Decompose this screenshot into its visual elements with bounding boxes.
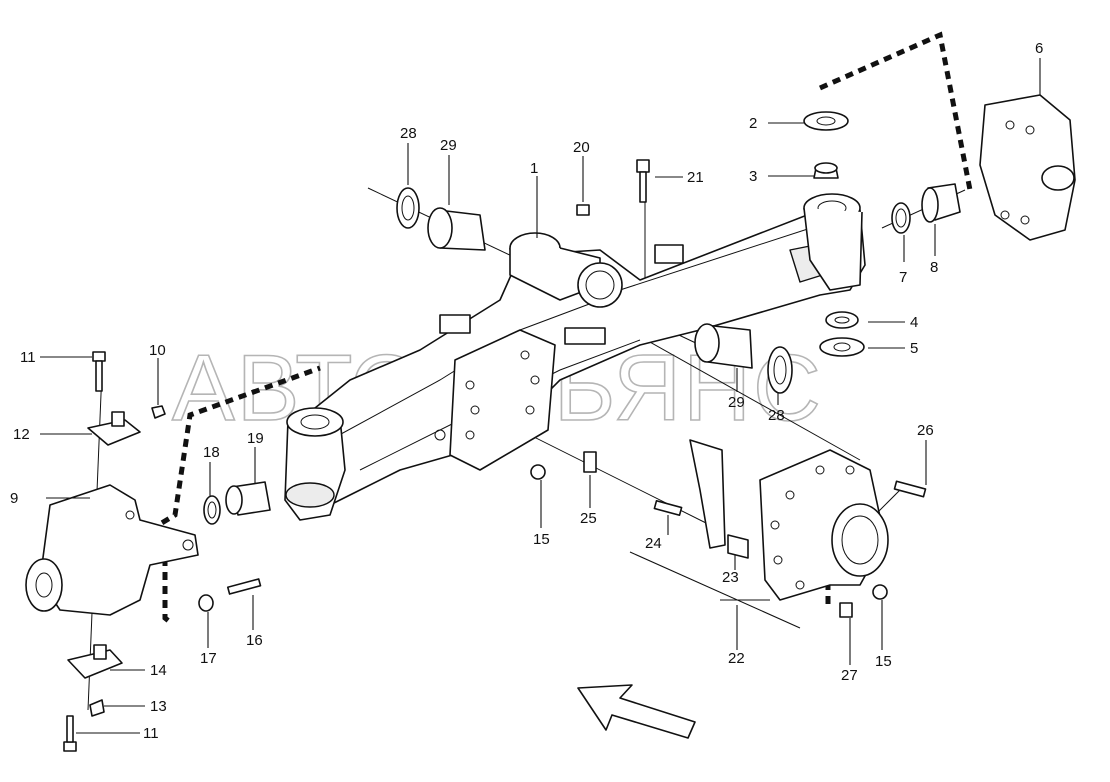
right-knuckle (979, 94, 1076, 241)
callout-11-top: 11 (20, 349, 36, 366)
callout-2: 2 (749, 115, 757, 132)
callout-28-right: 28 (768, 407, 785, 424)
rear-bushings (396, 187, 793, 394)
leader-lines (40, 58, 1041, 734)
callout-25: 25 (580, 510, 597, 527)
callout-15-right: 15 (875, 653, 892, 670)
callout-22: 22 (728, 650, 745, 667)
callout-15-mid: 15 (533, 531, 550, 548)
callout-18: 18 (203, 444, 220, 461)
callout-19: 19 (247, 430, 264, 447)
callout-5: 5 (910, 340, 918, 357)
callout-7: 7 (899, 269, 907, 286)
callout-26: 26 (917, 422, 934, 439)
callout-24: 24 (645, 535, 662, 552)
callout-17: 17 (200, 650, 217, 667)
left-knuckle (25, 351, 262, 752)
callout-12: 12 (13, 426, 30, 443)
callout-20: 20 (573, 139, 590, 156)
callout-29-left: 29 (440, 137, 457, 154)
callout-10: 10 (149, 342, 166, 359)
callout-9: 9 (10, 490, 18, 507)
callout-6: 6 (1035, 40, 1043, 57)
differential-housing (530, 439, 927, 629)
callout-1: 1 (530, 160, 538, 177)
callout-29-right: 29 (728, 394, 745, 411)
callout-4: 4 (910, 314, 918, 331)
callout-8: 8 (930, 259, 938, 276)
right-pivot-parts (803, 111, 961, 357)
forward-arrow-icon (577, 684, 696, 739)
callout-labels: 1 2 3 4 5 6 7 8 9 10 11 11 12 13 14 15 1… (10, 40, 1043, 742)
callout-14: 14 (150, 662, 167, 679)
callout-27: 27 (841, 667, 858, 684)
callout-16: 16 (246, 632, 263, 649)
callout-13: 13 (150, 698, 167, 715)
left-bushings (203, 481, 271, 525)
callout-3: 3 (749, 168, 757, 185)
callout-21: 21 (687, 169, 704, 186)
callout-28-left: 28 (400, 125, 417, 142)
axle-beam (284, 193, 866, 521)
top-fasteners (576, 159, 650, 216)
callout-23: 23 (722, 569, 739, 586)
callout-11-bottom: 11 (143, 725, 159, 742)
